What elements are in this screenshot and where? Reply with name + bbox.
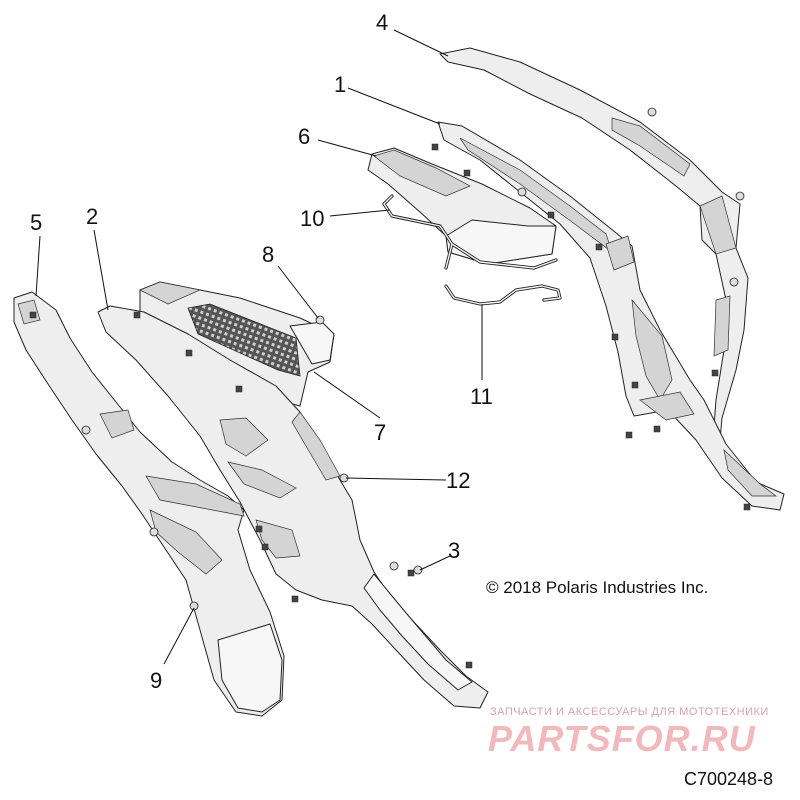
clip — [29, 311, 37, 319]
part-6-upper-tray — [367, 147, 557, 265]
part-1-main-trim-panel — [437, 121, 785, 511]
clip — [653, 425, 661, 433]
callout-10: 10 — [300, 206, 324, 231]
clip — [407, 569, 415, 577]
watermark-brand: PARTSFOR.RU — [488, 718, 756, 759]
part-2-side-panel — [97, 305, 489, 709]
clip — [255, 525, 263, 533]
part-7-grille-vent — [139, 281, 335, 407]
part-11-bent-wire — [444, 284, 562, 306]
screw — [647, 107, 657, 117]
callout-3: 3 — [448, 538, 460, 563]
callout-6: 6 — [298, 124, 310, 149]
screw — [81, 425, 91, 435]
clip — [595, 243, 603, 251]
copyright-notice: © 2018 Polaris Industries Inc. — [486, 578, 709, 597]
screw — [735, 191, 745, 201]
callout-8: 8 — [262, 242, 274, 267]
clip — [547, 211, 555, 219]
clip — [261, 543, 269, 551]
clip — [711, 369, 719, 377]
drawing-number: C700248-8 — [684, 769, 774, 789]
callout-2: 2 — [86, 204, 98, 229]
clip — [431, 143, 439, 151]
clip — [465, 661, 473, 669]
callout-1: 1 — [334, 72, 346, 97]
watermark-tagline: ЗАПЧАСТИ И АКСЕССУАРЫ ДЛЯ МОТОТЕХНИКИ — [490, 706, 769, 718]
callout-numbers: 4 1 6 10 5 2 8 7 11 12 3 9 — [30, 10, 493, 693]
callout-7: 7 — [374, 420, 386, 445]
clip — [631, 381, 639, 389]
clip — [625, 431, 633, 439]
clip — [133, 311, 141, 319]
clip — [611, 333, 619, 341]
clip — [463, 169, 471, 177]
leader-lines — [35, 29, 483, 665]
screw — [517, 187, 527, 197]
screw — [149, 527, 159, 537]
callout-11: 11 — [470, 384, 493, 409]
clip — [235, 385, 243, 393]
clip — [291, 595, 299, 603]
fasteners — [29, 107, 751, 669]
part-4-upper-trim — [439, 47, 749, 463]
screw — [189, 601, 199, 611]
part-10-wire-rod — [382, 194, 558, 270]
callout-4: 4 — [376, 10, 388, 35]
screw — [729, 277, 739, 287]
callout-9: 9 — [150, 668, 162, 693]
screw — [413, 565, 423, 575]
screw — [389, 561, 399, 571]
callout-5: 5 — [30, 210, 42, 235]
callout-12: 12 — [446, 468, 470, 493]
part-5-left-trim — [13, 291, 285, 717]
clip — [743, 503, 751, 511]
clip — [185, 349, 193, 357]
